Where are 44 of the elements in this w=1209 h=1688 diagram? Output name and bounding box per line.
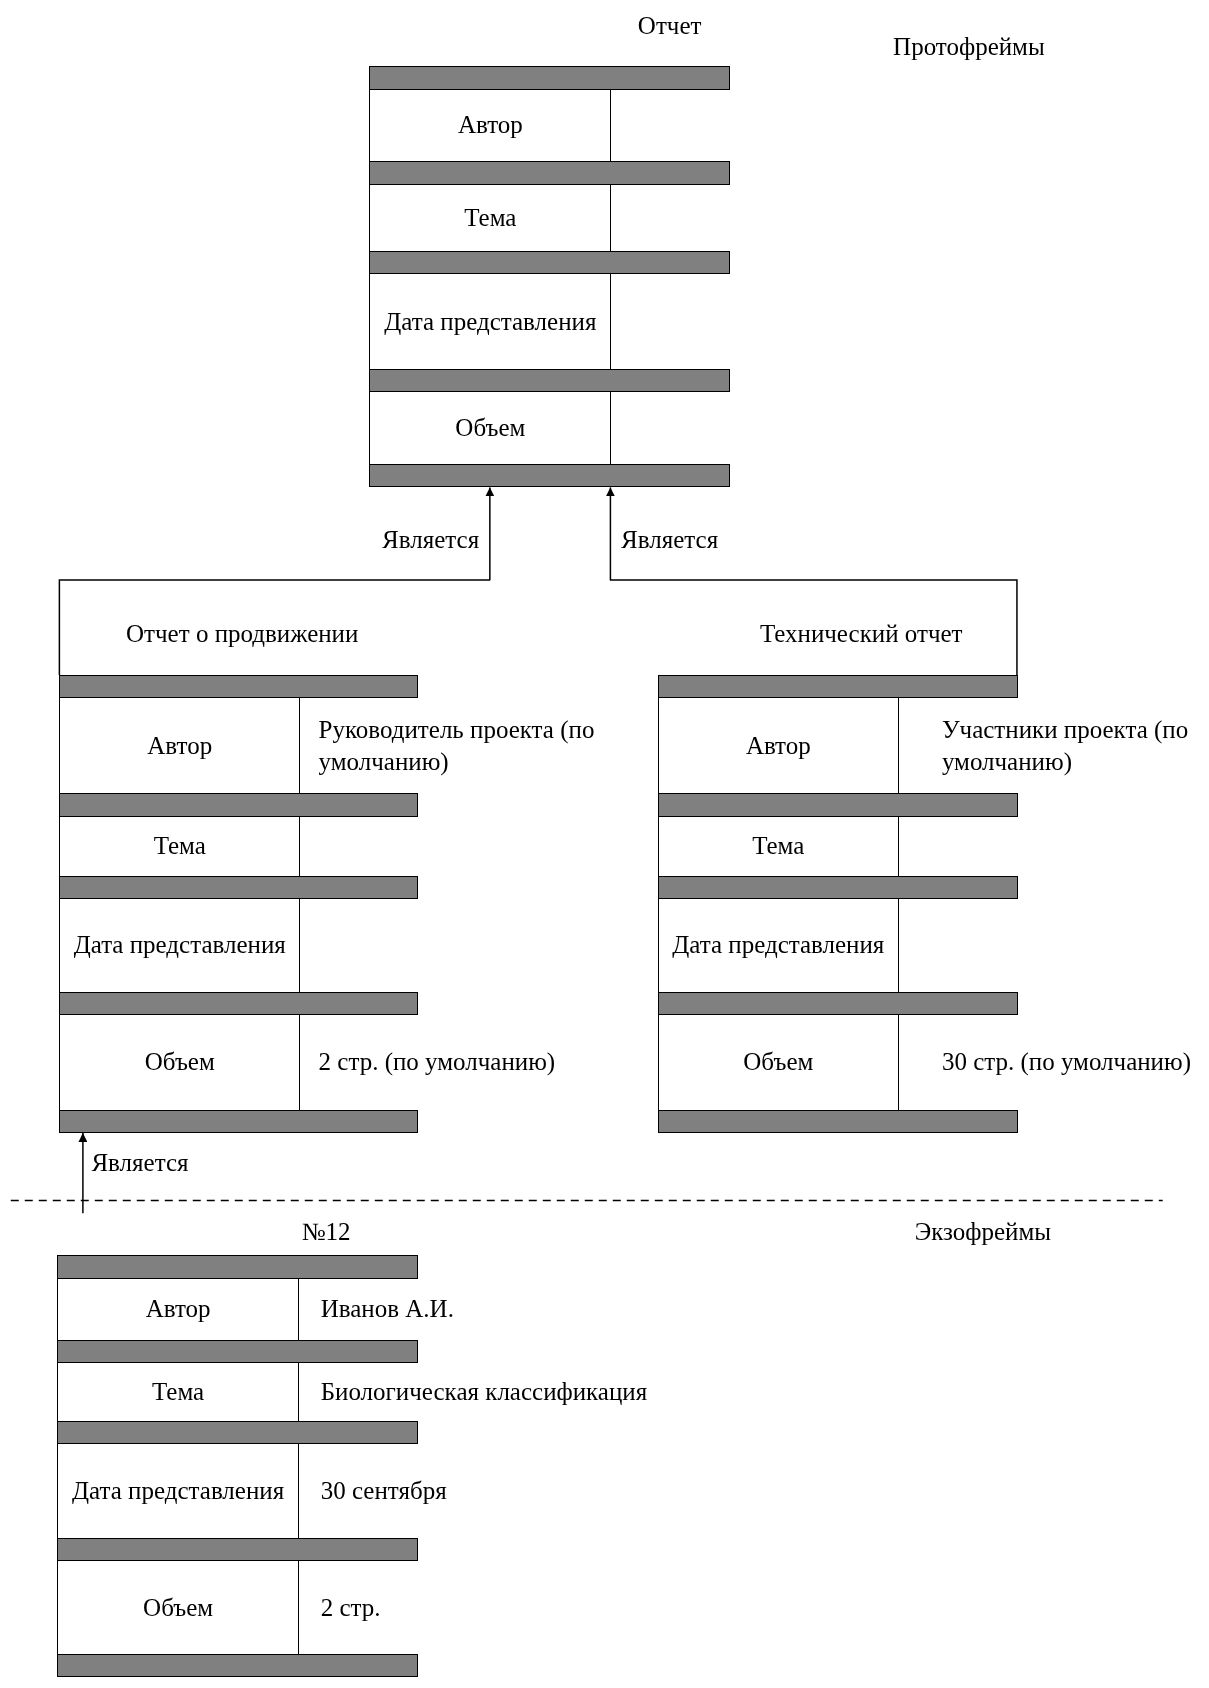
slot-value: Биологическая классификация [320, 1376, 648, 1407]
slot-bar [59, 1109, 418, 1134]
slot-bar [369, 464, 730, 488]
slot-value: Иванов А.И. [320, 1294, 454, 1324]
arrow [605, 486, 615, 581]
slot-value: 30 сентября [320, 1475, 447, 1506]
slot-name: Дата представления [60, 898, 301, 992]
slot-bar [57, 1421, 418, 1445]
section-label: Экзофреймы [914, 1217, 1052, 1248]
slot-name: Объем [60, 1014, 301, 1110]
frame-title: №12 [301, 1217, 351, 1248]
frame-title: Отчет о продвижении [126, 619, 359, 650]
slot-bar [59, 991, 418, 1015]
slot-bar [57, 1255, 418, 1279]
arrow [485, 486, 495, 581]
slot-bar [57, 1538, 418, 1562]
slot-name: Тема [60, 816, 301, 876]
slot-name: Дата представления [658, 898, 899, 992]
slot-bar [59, 875, 418, 899]
slot-bar [59, 675, 418, 699]
slot-bar [369, 251, 730, 275]
slot-bar [369, 66, 730, 90]
slot-bar [657, 991, 1019, 1015]
arrow [78, 1132, 88, 1214]
slot-bar [657, 1109, 1019, 1134]
slot-bar [57, 1654, 418, 1678]
slot-bar [657, 875, 1019, 899]
slot-value: Руководитель проекта (по умолчанию) [318, 714, 596, 778]
slot-bar [657, 793, 1019, 817]
slot-bar [369, 369, 730, 393]
slot-value: 2 стр. [320, 1592, 381, 1623]
slot-bar [59, 793, 418, 817]
frame-title: Технический отчет [759, 619, 963, 650]
slot-name: Тема [658, 816, 899, 876]
slot-value: 30 стр. (по умолчанию) [941, 1047, 1191, 1078]
slot-value: Участники проекта (по умолчанию) [941, 714, 1190, 777]
frame-title: Отчет [637, 11, 702, 42]
slot-bar [369, 161, 730, 185]
slot-bar [57, 1339, 418, 1364]
slot-bar [657, 675, 1019, 699]
section-label: Протофреймы [893, 32, 1045, 63]
slot-name: Автор [58, 1278, 300, 1340]
slot-name: Объем [658, 1014, 899, 1110]
slot-value: 2 стр. (по умолчанию) [318, 1047, 556, 1078]
